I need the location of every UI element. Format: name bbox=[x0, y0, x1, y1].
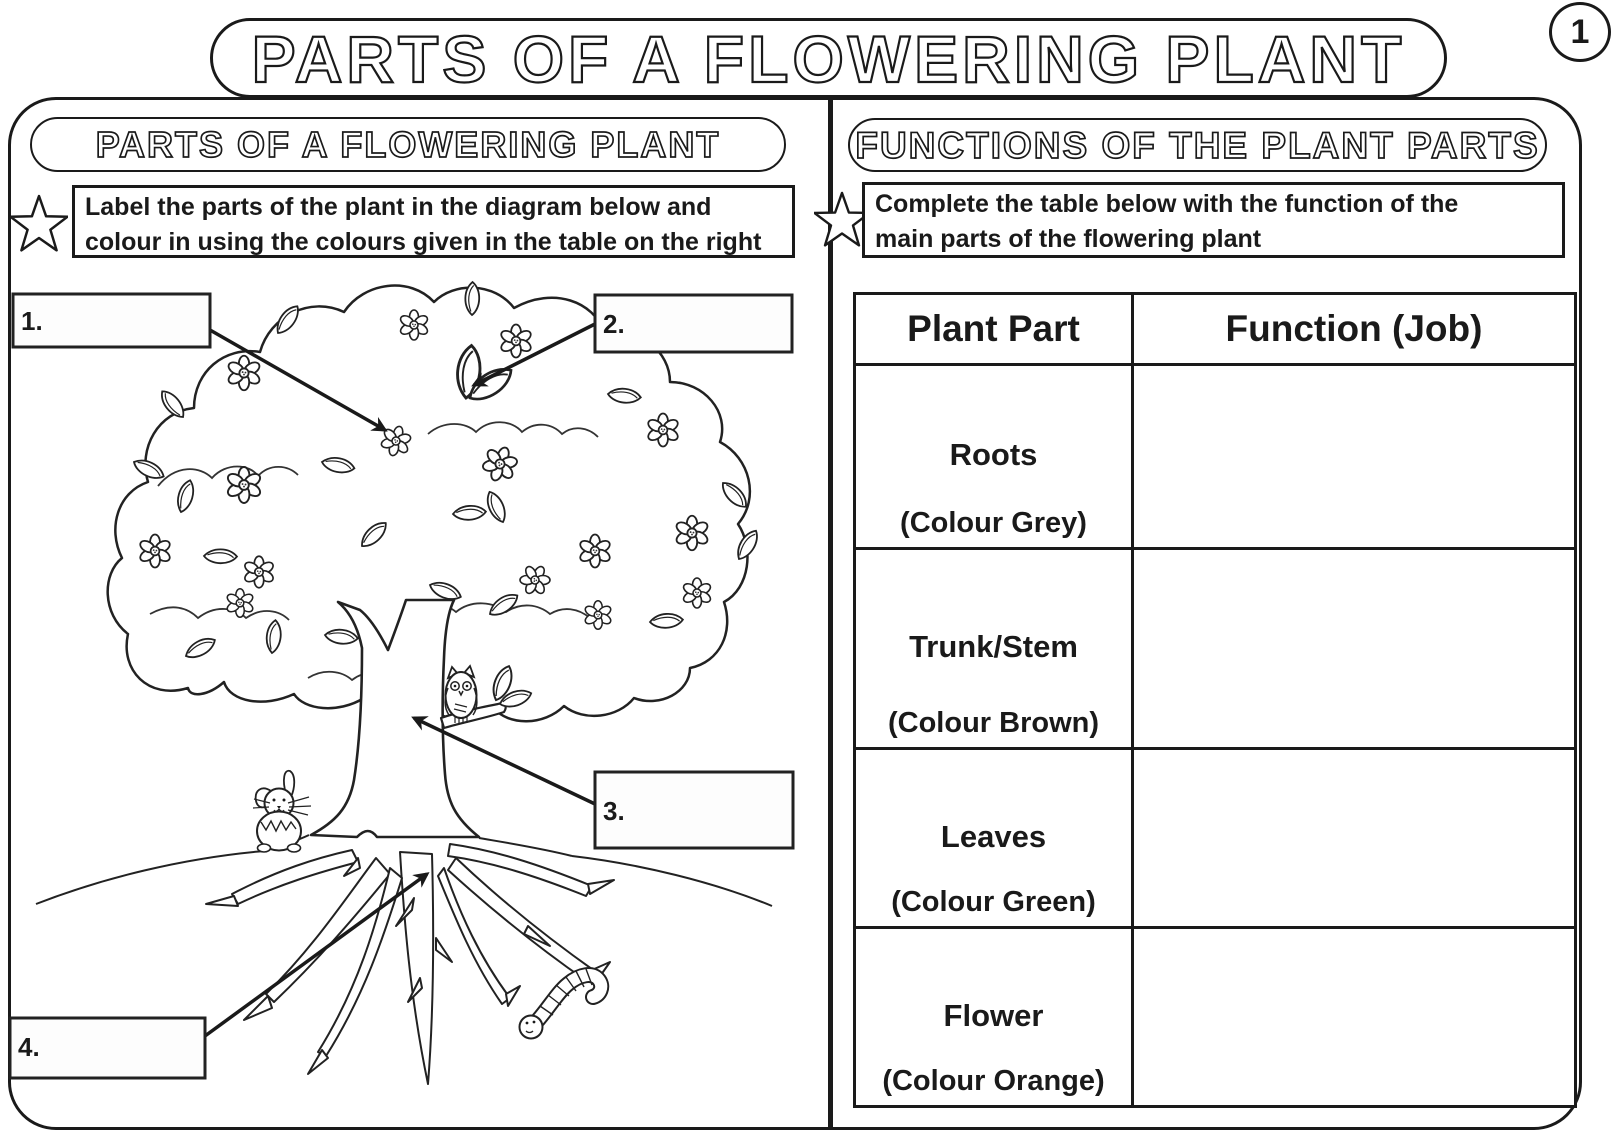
label-arrow-1 bbox=[209, 328, 388, 432]
plant-part-label: Trunk/Stem bbox=[909, 629, 1078, 664]
table-row-roots: Roots (Colour Grey) bbox=[856, 363, 1131, 547]
page-number-badge: 1 bbox=[1549, 2, 1611, 62]
colour-note: (Colour Green) bbox=[891, 886, 1096, 918]
right-instruction-line-2: main parts of the flowering plant bbox=[875, 225, 1262, 253]
star-icon bbox=[10, 194, 68, 252]
tree-canopy bbox=[106, 280, 765, 723]
ground-line-right bbox=[571, 855, 773, 907]
table-row-divider bbox=[856, 363, 1574, 366]
table-row-trunk-stem: Trunk/Stem (Colour Brown) bbox=[856, 547, 1131, 747]
table-row-leaves: Leaves (Colour Green) bbox=[856, 747, 1131, 926]
left-instruction-line-2: colour in using the colours given in the… bbox=[85, 228, 762, 256]
diagram-label-boxes: 1. 2. 3. 4. bbox=[8, 292, 795, 1080]
label-box-4[interactable] bbox=[8, 1016, 207, 1080]
label-box-2[interactable] bbox=[593, 293, 794, 354]
table-row-divider bbox=[856, 547, 1574, 550]
label-arrows bbox=[203, 322, 596, 1038]
table-column-divider bbox=[1131, 295, 1134, 1105]
label-arrow-3 bbox=[411, 716, 596, 806]
label-box-3[interactable] bbox=[593, 770, 795, 850]
plant-part-label: Roots bbox=[949, 437, 1038, 472]
label-arrow-2 bbox=[471, 322, 596, 387]
left-instructions: Label the parts of the plant in the diag… bbox=[72, 185, 795, 258]
function-answer-trunk-stem[interactable] bbox=[1134, 547, 1574, 747]
left-instruction-line-1: Label the parts of the plant in the diag… bbox=[85, 193, 712, 221]
right-instruction-line-1: Complete the table below with the functi… bbox=[875, 190, 1459, 218]
function-answer-roots[interactable] bbox=[1134, 363, 1574, 547]
functions-table: Plant Part Function (Job) Roots (Colour … bbox=[853, 292, 1577, 1108]
tree-roots bbox=[35, 834, 773, 1085]
label-box-1[interactable] bbox=[11, 292, 212, 349]
column-header-plant-part: Plant Part bbox=[907, 308, 1080, 349]
tree-trunk bbox=[309, 598, 534, 839]
worm bbox=[518, 967, 610, 1040]
right-section-header: FUNCTIONS OF THE PLANT PARTS bbox=[848, 118, 1547, 172]
plant-part-label: Leaves bbox=[940, 818, 1047, 854]
table-row-divider bbox=[856, 926, 1574, 929]
table-row-divider bbox=[856, 747, 1574, 750]
colour-note: (Colour Brown) bbox=[887, 707, 1099, 739]
owl bbox=[444, 664, 478, 724]
plant-diagram: 1. 2. 3. 4. bbox=[8, 280, 795, 1085]
colour-note: (Colour Orange) bbox=[882, 1065, 1105, 1097]
label-number-3: 3. bbox=[603, 796, 625, 826]
right-instructions: Complete the table below with the functi… bbox=[862, 182, 1565, 258]
colour-note: (Colour Grey) bbox=[900, 507, 1087, 539]
rabbit bbox=[252, 769, 312, 853]
panel-divider bbox=[828, 100, 833, 1127]
label-number-4: 4. bbox=[18, 1032, 40, 1062]
column-header-function: Function (Job) bbox=[1225, 308, 1483, 349]
label-arrow-4 bbox=[203, 872, 430, 1038]
label-number-2: 2. bbox=[603, 309, 625, 339]
plant-part-label: Flower bbox=[943, 997, 1044, 1033]
page-title: PARTS OF A FLOWERING PLANT bbox=[210, 18, 1447, 98]
left-section-header: PARTS OF A FLOWERING PLANT bbox=[30, 117, 786, 172]
function-answer-leaves[interactable] bbox=[1134, 747, 1574, 926]
table-row-flower: Flower (Colour Orange) bbox=[856, 926, 1131, 1105]
ground-line-left bbox=[35, 850, 265, 905]
label-number-1: 1. bbox=[21, 306, 43, 336]
function-answer-flower[interactable] bbox=[1134, 926, 1574, 1105]
